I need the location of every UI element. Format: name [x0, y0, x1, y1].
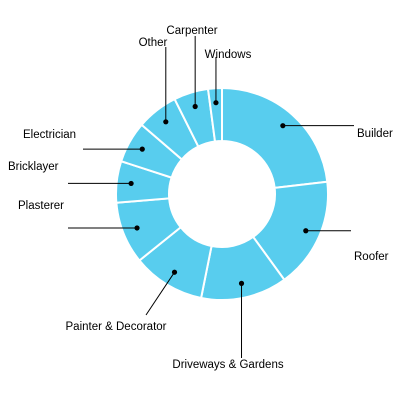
- segment-label-8: Carpenter: [166, 25, 217, 37]
- segment-label-7: Other: [139, 37, 168, 49]
- leader-dot-5: [128, 180, 134, 187]
- leader-dot-3: [171, 269, 178, 275]
- segment-label-9: Windows: [205, 49, 252, 61]
- leader-dot-2: [238, 280, 245, 286]
- donut-segment-9: [206, 86, 223, 143]
- leader-dot-6: [139, 146, 145, 152]
- leader-dot-9: [213, 100, 219, 106]
- segment-label-5: Bricklayer: [8, 161, 59, 173]
- leader-dot-4: [134, 225, 140, 231]
- leader-dot-7: [163, 119, 169, 125]
- donut-segment-0: [221, 86, 329, 189]
- donut-segments: [115, 86, 329, 301]
- segment-label-6: Electrician: [23, 129, 76, 141]
- segment-label-4: Plasterer: [18, 200, 64, 212]
- segment-label-2: Driveways & Gardens: [172, 359, 283, 371]
- leader-dot-0: [280, 123, 286, 129]
- leader-line-3: [145, 271, 175, 316]
- segment-label-0: Builder: [357, 128, 393, 140]
- leader-lines: [68, 36, 354, 358]
- segment-label-3: Painter & Decorator: [66, 321, 167, 333]
- leader-dot-1: [303, 228, 309, 234]
- leader-dot-8: [192, 103, 198, 110]
- segment-label-1: Roofer: [354, 251, 389, 263]
